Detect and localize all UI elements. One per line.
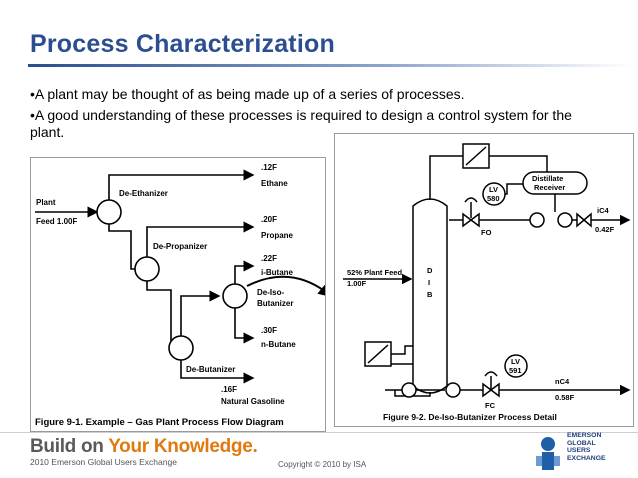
ic4-valve [576, 212, 592, 228]
nc4-label: nC4 [555, 377, 570, 386]
brand-tagline: Build on Your Knowledge. [30, 436, 258, 458]
fo-valve [462, 212, 480, 228]
logo-line-3: USERS [567, 447, 591, 455]
product-pump [557, 212, 573, 228]
dib-letter-i: I [428, 278, 430, 287]
deiso-vessel [222, 283, 248, 309]
overhead-line [429, 155, 463, 200]
deiso-label-1: De-Iso- [257, 288, 284, 297]
lv591-actuator [484, 371, 498, 377]
feed-label: Feed 1.00F [36, 217, 77, 226]
figure-9-2: 52% Plant Feed 1.00F D I B Distillate Re… [334, 133, 634, 427]
ic4-label: iC4 [597, 206, 610, 215]
ethane-flow: .12F [261, 163, 277, 172]
reboiler-pump [401, 382, 417, 398]
bullet-2-text: A good understanding of these processes … [30, 107, 572, 140]
logo-line-1: EMERSON [567, 432, 602, 439]
bullet-1: •A plant may be thought of as being made… [30, 86, 465, 102]
propane-flow: .20F [261, 215, 277, 224]
lv580-tag-2: 580 [487, 194, 500, 203]
reboiler-return [391, 345, 413, 355]
gasoline-line [180, 360, 255, 384]
title-rule [28, 64, 632, 67]
brand-subtitle: 2010 Emerson Global Users Exchange [30, 457, 177, 467]
gasoline-flow: .16F [221, 385, 237, 394]
lv591-tag-2: 591 [509, 366, 522, 375]
bullet-2: •A good understanding of these processes… [30, 107, 572, 140]
bullet-1-text: A plant may be thought of as being made … [34, 86, 465, 102]
debutanizer-label: De-Butanizer [186, 365, 235, 374]
receiver-label-2: Receiver [534, 183, 565, 192]
lv580-tag-1: LV [489, 185, 498, 194]
reflux-pump [529, 212, 545, 228]
lv591-tag-1: LV [511, 357, 520, 366]
fo-label: FO [481, 228, 492, 237]
process-detail-diagram: 52% Plant Feed 1.00F D I B Distillate Re… [343, 143, 631, 422]
nbutane-line [234, 308, 255, 344]
bottoms-pump [445, 382, 461, 398]
slide-title: Process Characterization [30, 30, 335, 58]
condenser-slash [465, 146, 487, 166]
reboiler-slash [367, 344, 389, 364]
lv591-bubble [504, 354, 528, 378]
condenser-outlet [489, 155, 548, 172]
propane-label: Propane [261, 231, 294, 240]
dib-feed-flow: 1.00F [347, 279, 367, 288]
callout-arrow [246, 275, 333, 298]
figure-9-2-caption: Figure 9-2. De-Iso-Butanizer Process Det… [383, 412, 557, 422]
depropanizer-vessel [134, 256, 160, 282]
figure-9-1: Plant Feed 1.00F De-Ethanizer De-Propani… [30, 157, 333, 432]
ibutane-line [234, 260, 255, 284]
depropanizer-label: De-Propanizer [153, 242, 207, 251]
deiso-label-2: Butanizer [257, 299, 293, 308]
gasoline-label: Natural Gasoline [221, 397, 285, 406]
bullet-list: •A plant may be thought of as being made… [30, 86, 590, 145]
debutanizer-vessel [168, 335, 194, 361]
figure-9-1-caption: Figure 9-1. Example – Gas Plant Process … [35, 417, 284, 428]
copyright: Copyright © 2010 by ISA [278, 460, 367, 469]
dib-letter-d: D [427, 266, 433, 275]
fc-label: FC [485, 401, 496, 410]
propane-line [146, 221, 255, 257]
to-deiso-line [180, 290, 221, 336]
brand-tagline-b: Your Knowledge. [108, 436, 258, 457]
lv580-signal [505, 183, 523, 195]
flow-diagram: Plant Feed 1.00F De-Ethanizer De-Propani… [35, 163, 333, 428]
deethanizer-vessel [96, 199, 122, 225]
nbutane-label: n-Butane [261, 340, 296, 349]
ibutane-flow: .22F [261, 254, 277, 263]
to-debutanizer-line [146, 281, 177, 347]
receiver-label-1: Distillate [532, 174, 563, 183]
emerson-logo-text: EMERSON GLOBAL USERS EXCHANGE [567, 432, 606, 462]
deethanizer-label: De-Ethanizer [119, 189, 168, 198]
ibutane-label: i-Butane [261, 268, 294, 277]
lv580-actuator [464, 197, 478, 203]
logo-line-4: EXCHANGE [567, 454, 606, 462]
footer-rule [0, 432, 638, 433]
ethane-label: Ethane [261, 179, 288, 188]
ethane-line [108, 169, 255, 200]
dib-feed-label: 52% Plant Feed [347, 268, 402, 277]
brand-tagline-a: Build on [30, 436, 109, 457]
emerson-logo-icon [536, 437, 560, 470]
nbutane-flow: .30F [261, 326, 277, 335]
plant-label: Plant [36, 198, 56, 207]
to-depropanizer-line [108, 224, 135, 270]
logo-line-2: GLOBAL [567, 439, 596, 447]
ic4-flow: 0.42F [595, 225, 615, 234]
nc4-flow: 0.58F [555, 393, 575, 402]
dib-letter-b: B [427, 290, 433, 299]
